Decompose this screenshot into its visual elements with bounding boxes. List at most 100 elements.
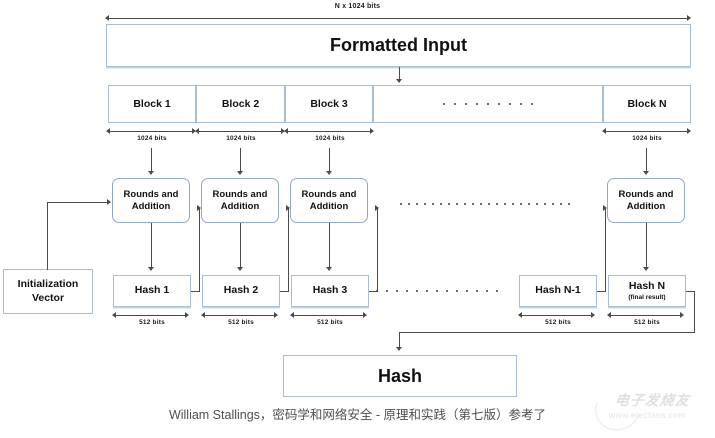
- blockN-measure-arrow-left: [602, 128, 606, 134]
- rounds1-to-hash1-arrow: [148, 267, 154, 271]
- rounds-and-addition-box-3: Rounds and Addition: [290, 178, 368, 223]
- block2-measure-line: [199, 131, 283, 132]
- hash3-measure-label: 512 bits: [317, 319, 343, 326]
- initialization-vector-box: Initialization Vector: [3, 269, 93, 314]
- hashN-out-h2: [399, 332, 695, 333]
- hashN1-feedback-h1: [597, 291, 606, 292]
- top-measure-arrow-right: [687, 15, 691, 21]
- blockN-to-rounds-line: [646, 148, 647, 172]
- block2-to-rounds-line: [240, 148, 241, 172]
- top-measure-arrow-left: [105, 15, 109, 21]
- rounds-and-addition-box-2: Rounds and Addition: [201, 178, 279, 223]
- block2-measure-arrow-right: [281, 128, 285, 134]
- block-cell-n: Block N: [603, 85, 691, 123]
- top-measure-label: N x 1024 bits: [334, 3, 381, 10]
- rounds-box-2-label: Rounds and Addition: [212, 188, 268, 212]
- iv-connector-vertical: [47, 202, 48, 270]
- hash2-measure-line: [205, 315, 276, 316]
- hash-box-3-label: Hash 3: [312, 284, 348, 297]
- block1-measure-arrow-right: [192, 128, 196, 134]
- hash-box-n-minus-1-label: Hash N-1: [535, 284, 581, 297]
- hashN-measure-line: [611, 315, 682, 316]
- hashN-out-h1: [686, 291, 695, 292]
- formatted-input-box: Formatted Input: [106, 24, 691, 67]
- hash1-feedback-v: [199, 208, 200, 292]
- hash-box-2-label: Hash 2: [223, 284, 259, 297]
- hash-box-n-sublabel: (final result): [628, 293, 666, 301]
- hashN-out-v2: [399, 332, 400, 348]
- rounds3-to-hash3-line: [329, 223, 330, 268]
- block2-measure-arrow-left: [195, 128, 199, 134]
- block1-measure-label: 1024 bits: [137, 135, 167, 142]
- hash2-feedback-h1: [280, 291, 289, 292]
- block-cell-2: Block 2: [196, 85, 285, 123]
- hash3-measure-arrow-right: [363, 312, 367, 318]
- rounds2-to-hash2-arrow: [237, 267, 243, 271]
- blockN-measure-arrow-right: [687, 128, 691, 134]
- hash3-feedback-arrow: [375, 205, 379, 211]
- hashN-measure-label: 512 bits: [634, 319, 660, 326]
- block3-measure-line: [288, 131, 372, 132]
- final-hash-box: Hash: [283, 355, 517, 397]
- hash1-to-rounds2-arrow: [197, 205, 201, 211]
- hash2-measure-arrow-right: [274, 312, 278, 318]
- iv-to-rounds1-arrow: [107, 199, 111, 205]
- blockN-measure-line: [606, 131, 689, 132]
- rounds-and-addition-box-1: Rounds and Addition: [112, 178, 190, 223]
- input-to-blocks-line: [399, 67, 400, 80]
- iv-connector-horizontal: [47, 202, 108, 203]
- roundsN-to-hashN-arrow: [643, 267, 649, 271]
- hash-box-n: Hash N (final result): [608, 275, 686, 307]
- block-cell-3: Block 3: [285, 85, 373, 123]
- rounds-box-n-label: Rounds and Addition: [618, 188, 674, 212]
- block2-to-rounds-arrow: [237, 171, 243, 175]
- rounds-box-1-label: Rounds and Addition: [123, 188, 179, 212]
- rounds2-to-hash2-line: [240, 223, 241, 268]
- rounds1-to-hash1-line: [151, 223, 152, 268]
- hashN-to-final-hash-arrow: [396, 347, 402, 351]
- hashN1-measure-line: [522, 315, 593, 316]
- hashN-measure-arrow-right: [680, 312, 684, 318]
- hash1-measure-arrow-left: [112, 312, 116, 318]
- input-to-blocks-arrow: [396, 79, 402, 83]
- block3-measure-label: 1024 bits: [315, 135, 345, 142]
- block1-measure-arrow-left: [106, 128, 110, 134]
- hash-box-n-minus-1: Hash N-1: [519, 275, 597, 307]
- roundsN-to-hashN-line: [646, 223, 647, 268]
- blockN-measure-label: 1024 bits: [632, 135, 662, 142]
- hash1-feedback-h1: [191, 291, 200, 292]
- block-cell-1: Block 1: [108, 85, 196, 123]
- top-measure-line: [109, 18, 687, 19]
- hash-box-1: Hash 1: [113, 275, 191, 307]
- rounds-box-3-label: Rounds and Addition: [301, 188, 357, 212]
- hashN-out-v1: [694, 291, 695, 333]
- hash2-measure-label: 512 bits: [228, 319, 254, 326]
- hashN1-to-roundsN-arrow: [603, 205, 607, 211]
- hash-box-3: Hash 3: [291, 275, 369, 307]
- hash1-measure-label: 512 bits: [139, 319, 165, 326]
- block3-to-rounds-line: [329, 148, 330, 172]
- hashN1-measure-label: 512 bits: [545, 319, 571, 326]
- initialization-vector-label: Initialization Vector: [17, 278, 79, 304]
- block1-to-rounds-line: [151, 148, 152, 172]
- rounds-ellipsis-dots: [400, 203, 570, 205]
- hash-box-2: Hash 2: [202, 275, 280, 307]
- block3-measure-arrow-left: [284, 128, 288, 134]
- blocks-ellipsis-dots: [443, 103, 533, 105]
- hashN1-measure-arrow-left: [518, 312, 522, 318]
- blockN-to-rounds-arrow: [643, 171, 649, 175]
- hash3-feedback-v: [377, 208, 378, 292]
- hashN-measure-arrow-left: [607, 312, 611, 318]
- hash1-measure-arrow-right: [185, 312, 189, 318]
- hash3-measure-line: [294, 315, 365, 316]
- hash3-feedback-h1: [369, 291, 378, 292]
- hash2-to-rounds3-arrow: [286, 205, 290, 211]
- block1-measure-line: [110, 131, 194, 132]
- hash2-measure-arrow-left: [201, 312, 205, 318]
- hash3-measure-arrow-left: [290, 312, 294, 318]
- rounds-and-addition-box-n: Rounds and Addition: [607, 178, 685, 223]
- hash1-measure-line: [116, 315, 187, 316]
- hash2-feedback-v: [288, 208, 289, 292]
- hash-box-1-label: Hash 1: [134, 284, 170, 297]
